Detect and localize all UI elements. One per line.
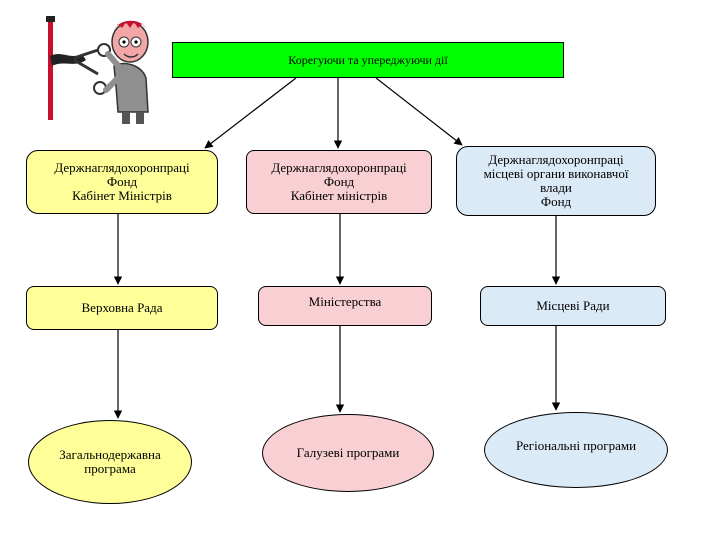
authority-box-right-line-3: влади <box>540 180 572 195</box>
arrow-top-to-left <box>204 77 297 149</box>
program-ellipse-left: Загальнодержавна програма <box>28 420 192 504</box>
body-box-left-label: Верховна Рада <box>81 300 163 315</box>
top-box-label: Корегуючи та упереджуючи дії <box>288 53 448 67</box>
authority-box-right-line-2: місцеві органи виконавчої <box>483 166 629 181</box>
authority-box-center-line-2: Фонд <box>323 174 355 189</box>
authority-box-left-line-1: Держнаглядохоронпраці <box>54 160 190 175</box>
body-box-right-label: Місцеві Ради <box>536 298 610 313</box>
authority-box-right: Держнаглядохоронпраці місцеві органи вик… <box>456 146 656 216</box>
body-box-center: Міністерства <box>258 286 432 326</box>
authority-box-center-line-1: Держнаглядохоронпраці <box>271 160 407 175</box>
body-box-right: Місцеві Ради <box>480 286 666 326</box>
top-box: Корегуючи та упереджуючи дії <box>172 42 564 78</box>
program-ellipse-right-label: Регіональні програми <box>515 438 637 453</box>
authority-box-left-line-3: Кабінет Міністрів <box>72 188 172 203</box>
authority-box-left: Держнаглядохоронпраці Фонд Кабінет Мініс… <box>26 150 218 214</box>
authority-box-right-line-4: Фонд <box>540 194 572 209</box>
authority-box-center: Держнаглядохоронпраці Фонд Кабінет мініс… <box>246 150 432 214</box>
program-ellipse-center-label: Галузеві програми <box>296 445 400 460</box>
program-ellipse-left-line-1: Загальнодержавна <box>59 447 161 462</box>
program-ellipse-right: Регіональні програми <box>484 412 668 488</box>
body-box-center-label: Міністерства <box>308 294 382 309</box>
authority-box-left-line-2: Фонд <box>106 174 138 189</box>
program-ellipse-left-line-2: програма <box>84 461 136 476</box>
arrow-top-to-right <box>375 77 463 146</box>
authority-box-center-line-3: Кабінет міністрів <box>290 188 388 203</box>
authority-box-right-line-1: Держнаглядохоронпраці <box>488 152 624 167</box>
program-ellipse-center: Галузеві програми <box>262 414 434 492</box>
body-box-left: Верховна Рада <box>26 286 218 330</box>
person-cutting-ribbon-icon <box>46 16 149 124</box>
